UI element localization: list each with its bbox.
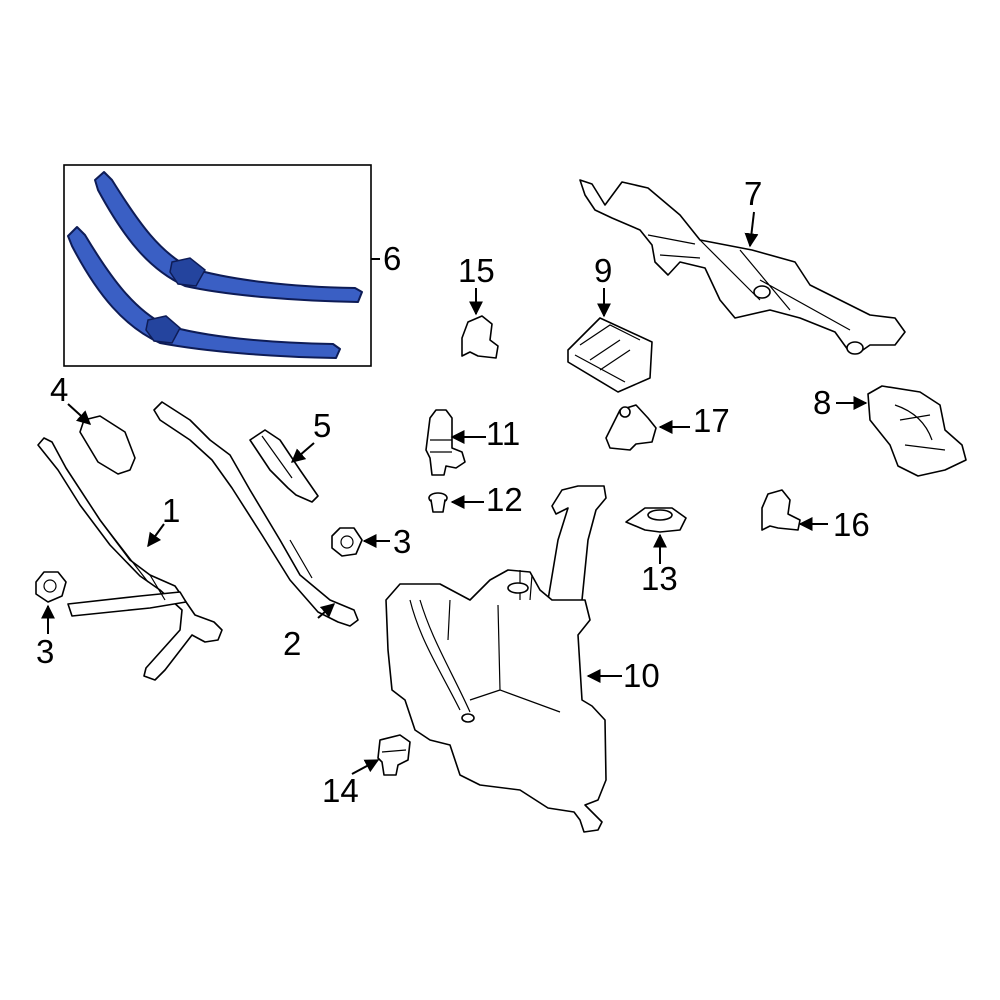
callout-12: 12 — [486, 481, 523, 518]
callout-14: 14 — [322, 772, 359, 809]
nut-right[interactable]: 3 — [331, 523, 411, 560]
washer-reservoir[interactable]: 10 — [385, 485, 660, 833]
nut-left[interactable]: 3 — [35, 571, 67, 670]
washer-pump[interactable]: 11 — [425, 409, 520, 476]
wiper-blade-set-group[interactable]: 6 — [63, 164, 401, 367]
callout-8: 8 — [813, 384, 831, 421]
wiper-arm-1[interactable]: 1 — [37, 437, 223, 681]
wiper-linkage[interactable]: 7 — [579, 175, 906, 355]
wiper-arm-cover[interactable]: 5 — [249, 407, 331, 503]
callout-1: 1 — [162, 492, 180, 529]
wiper-blade-lower[interactable] — [67, 226, 341, 359]
level-sensor[interactable]: 14 — [322, 734, 411, 809]
wiper-control-module[interactable]: 9 — [567, 252, 653, 393]
wiper-motor[interactable]: 8 — [813, 384, 967, 477]
washer-valve-bracket[interactable]: 17 — [605, 402, 730, 451]
callout-3-right: 3 — [393, 523, 411, 560]
washer-cap-13[interactable]: 13 — [625, 507, 687, 597]
callout-15: 15 — [458, 252, 495, 289]
callout-16: 16 — [833, 506, 870, 543]
washer-nozzle-16[interactable]: 16 — [761, 489, 870, 543]
callout-7: 7 — [744, 175, 762, 212]
pump-grommet[interactable]: 12 — [428, 481, 523, 518]
wiper-blade-lower-connector — [145, 315, 181, 344]
callout-2: 2 — [283, 625, 301, 662]
callout-6: 6 — [383, 240, 401, 277]
wiper-blade-frame — [63, 164, 372, 367]
wiper-arm-2[interactable]: 2 — [153, 401, 359, 662]
callout-10: 10 — [623, 657, 660, 694]
washer-nozzle-15[interactable]: 15 — [458, 252, 499, 359]
callout-17: 17 — [693, 402, 730, 439]
wiper-blade-upper[interactable] — [94, 171, 363, 303]
callout-3-left: 3 — [36, 633, 54, 670]
callout-13: 13 — [641, 560, 678, 597]
wiper-arm-cap[interactable]: 4 — [50, 371, 136, 475]
callout-11: 11 — [486, 415, 520, 452]
callout-5: 5 — [313, 407, 331, 444]
callout-4: 4 — [50, 371, 68, 408]
wiper-blade-upper-connector — [169, 257, 206, 287]
callout-9: 9 — [594, 252, 612, 289]
